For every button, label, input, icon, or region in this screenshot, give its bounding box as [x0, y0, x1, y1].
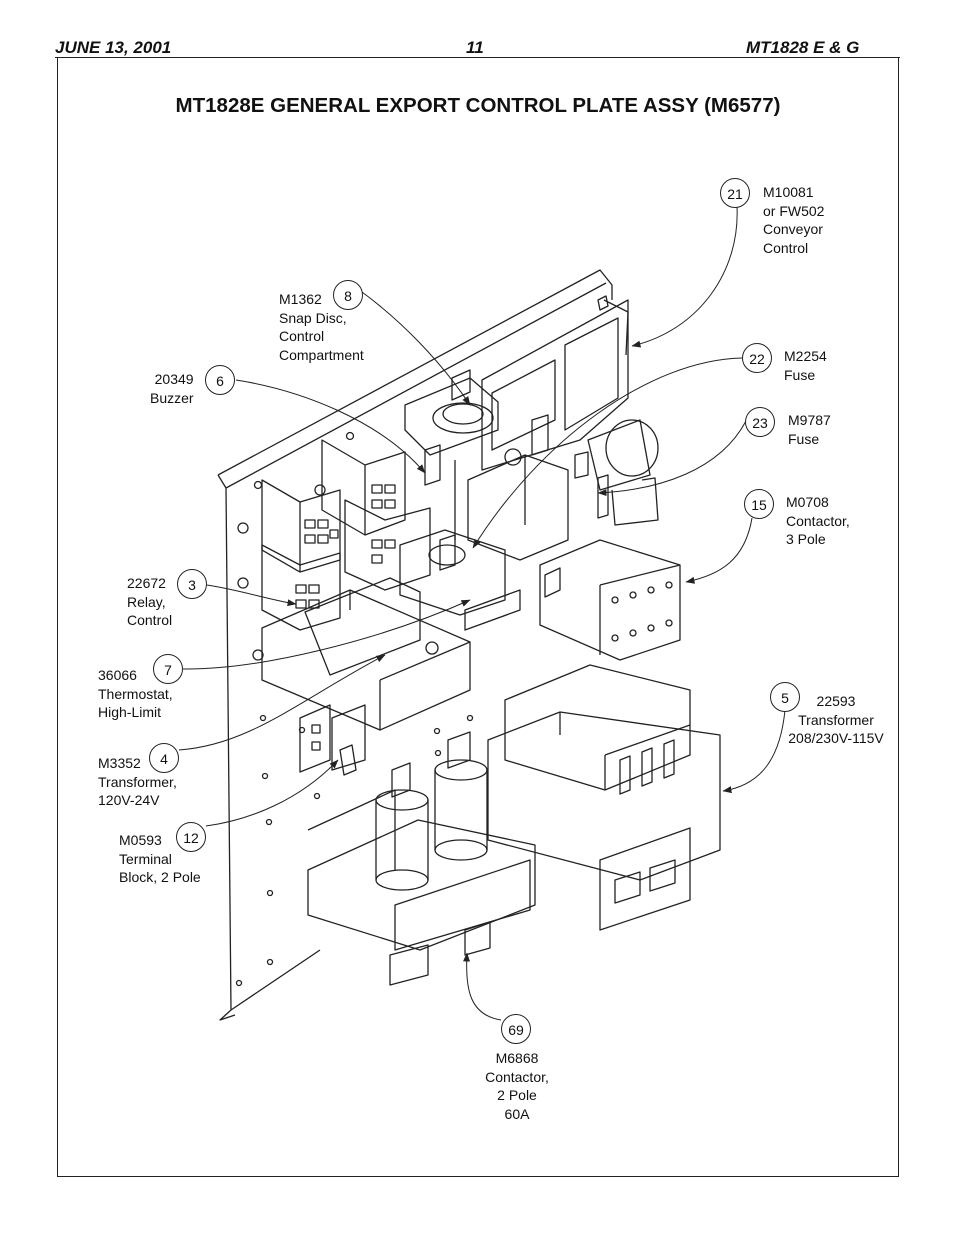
- callout-number-21: 21: [720, 178, 750, 208]
- leader-23: [597, 420, 747, 497]
- callout-number-12: 12: [176, 822, 206, 852]
- callout-label-5: 22593 Transformer 208/230V-115V: [788, 693, 884, 746]
- callout-number-6: 6: [205, 365, 235, 395]
- callout-label-23: M9787 Fuse: [788, 412, 831, 447]
- callout-number-8: 8: [333, 280, 363, 310]
- control-transformer: [252, 577, 471, 731]
- terminal-block: [299, 704, 366, 776]
- leader-15: [685, 517, 753, 584]
- two-pole-contactor: [307, 731, 536, 986]
- high-limit-thermostat: [399, 529, 521, 631]
- callout-number-23: 23: [745, 407, 775, 437]
- callout-label-4: M3352 Transformer, 120V-24V: [98, 755, 177, 808]
- callout-label-7: 36066 Thermostat, High-Limit: [98, 667, 173, 720]
- leader-3: [206, 584, 297, 607]
- leader-69: [463, 952, 502, 1021]
- main-transformer: [487, 664, 721, 931]
- callout-number-22: 22: [742, 343, 772, 373]
- leader-22: [472, 357, 743, 549]
- leader-lines: [178, 206, 786, 1021]
- leader-8: [361, 291, 471, 406]
- callout-label-22: M2254 Fuse: [784, 348, 827, 383]
- page-frame: [57, 57, 899, 1177]
- conveyor-control-board: [481, 295, 629, 471]
- callout-label-21: M10081 or FW502 Conveyor Control: [763, 184, 825, 256]
- callout-label-3: 22672 Relay, Control: [127, 575, 173, 628]
- callout-number-5: 5: [770, 682, 800, 712]
- leader-12: [205, 759, 339, 827]
- callout-label-12: M0593 Terminal Block, 2 Pole: [119, 832, 201, 885]
- header-rule: [55, 57, 900, 58]
- leader-4: [178, 654, 386, 751]
- leader-6: [235, 379, 426, 474]
- control-relays: [237, 439, 431, 631]
- callout-label-69: M6868 Contactor, 2 Pole 60A: [485, 1050, 549, 1122]
- three-pole-contactor: [539, 539, 681, 661]
- header-page-number: 11: [466, 38, 484, 57]
- callout-number-69: 69: [501, 1014, 531, 1044]
- callout-label-6: 20349 Buzzer: [150, 371, 194, 406]
- callout-label-15: M0708 Contactor, 3 Pole: [786, 494, 850, 547]
- fuse-holders: [467, 414, 659, 561]
- callout-label-8: M1362 Snap Disc, Control Compartment: [279, 291, 364, 363]
- header-model: MT1828 E & G: [746, 38, 860, 57]
- leader-7: [182, 599, 471, 670]
- header-date: JUNE 13, 2001: [55, 38, 172, 57]
- leader-21: [631, 206, 738, 348]
- callout-number-4: 4: [149, 743, 179, 773]
- callout-number-7: 7: [153, 654, 183, 684]
- mounting-plate: [217, 269, 629, 1021]
- callout-number-15: 15: [744, 489, 774, 519]
- page-title: MT1828E GENERAL EXPORT CONTROL PLATE ASS…: [175, 94, 781, 117]
- leader-5: [722, 709, 786, 794]
- callout-number-3: 3: [177, 569, 207, 599]
